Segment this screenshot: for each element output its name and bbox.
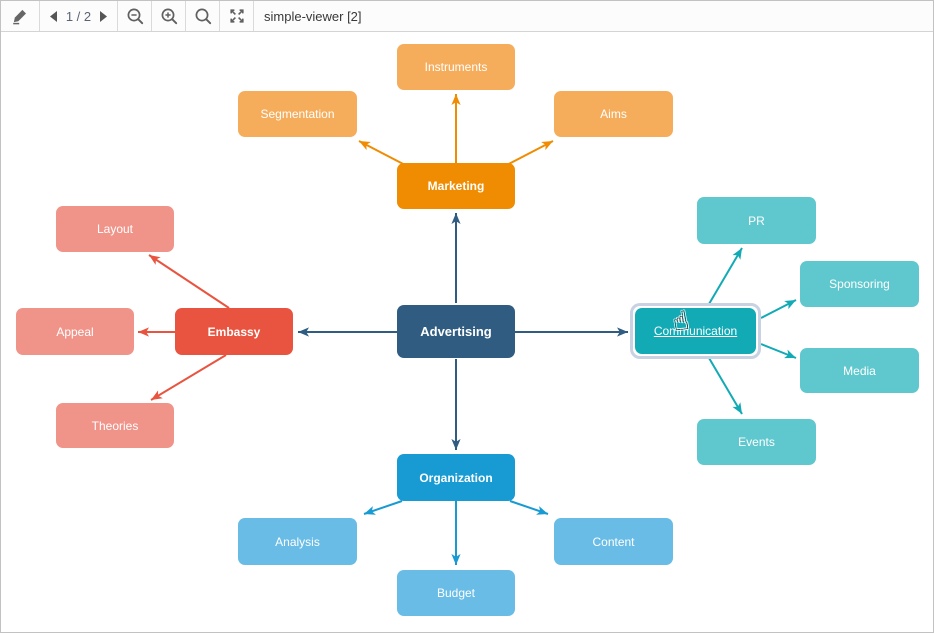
node-marketing[interactable]: Marketing (397, 163, 515, 209)
node-appeal[interactable]: Appeal (16, 308, 134, 355)
edge-communication-media (760, 343, 797, 359)
node-label: Marketing (427, 179, 485, 193)
node-label: Content (592, 534, 635, 549)
node-label: Appeal (56, 324, 94, 339)
node-aims[interactable]: Aims (554, 91, 673, 137)
page-indicator: 1 / 2 (65, 8, 92, 24)
node-label: Layout (96, 222, 134, 236)
node-label: PR (748, 213, 765, 228)
node-budget[interactable]: Budget (397, 570, 515, 616)
prev-page-icon (49, 10, 57, 22)
zoom-out-button[interactable] (118, 1, 152, 31)
node-sponsoring[interactable]: Sponsoring (800, 261, 919, 307)
next-page-button[interactable] (96, 8, 111, 25)
viewer-toolbar: 1 / 2 (1, 1, 933, 32)
node-label: Sponsoring (829, 277, 890, 291)
zoom-out-icon (127, 8, 143, 25)
viewer-title: simple-viewer [2] (264, 8, 362, 24)
node-segmentation[interactable]: Segmentation (238, 91, 357, 137)
node-communication[interactable]: Communication (635, 308, 756, 354)
page-navigation: 1 / 2 (40, 1, 118, 31)
edge-organization-content (509, 500, 549, 515)
zoom-reset-button[interactable] (186, 1, 220, 31)
node-label: Budget (436, 586, 476, 600)
node-label: Media (843, 363, 876, 378)
node-content[interactable]: Content (554, 518, 673, 565)
node-label: Embassy (207, 324, 261, 339)
next-page-icon (100, 10, 108, 22)
node-advertising[interactable]: Advertising (397, 305, 515, 358)
prev-page-button[interactable] (46, 8, 61, 25)
edit-pencil-icon (13, 9, 26, 25)
node-embassy[interactable]: Embassy (175, 308, 293, 355)
edge-embassy-theories (150, 354, 227, 401)
node-label: Advertising (420, 324, 492, 339)
node-analysis[interactable]: Analysis (238, 518, 357, 565)
node-organization[interactable]: Organization (397, 454, 515, 501)
edge-communication-pr (708, 247, 743, 305)
edge-embassy-layout (148, 254, 230, 309)
edge-communication-sponsoring (760, 299, 797, 319)
edit-button[interactable] (1, 1, 40, 31)
node-label: Instruments (424, 60, 488, 74)
node-label: Events (738, 435, 775, 449)
zoom-in-icon (161, 8, 177, 25)
edge-communication-events (708, 357, 743, 415)
edge-organization-analysis (363, 500, 403, 515)
node-events[interactable]: Events (697, 419, 816, 465)
node-label: Communication (653, 324, 738, 338)
fullscreen-icon (229, 9, 244, 23)
node-label: Segmentation (260, 107, 335, 121)
node-label: Analysis (275, 534, 320, 549)
fullscreen-button[interactable] (220, 1, 254, 31)
node-layout[interactable]: Layout (56, 206, 174, 252)
node-label: Aims (600, 107, 627, 121)
node-instruments[interactable]: Instruments (397, 44, 515, 90)
node-pr[interactable]: PR (697, 197, 816, 244)
search-icon (195, 8, 211, 25)
zoom-in-button[interactable] (152, 1, 186, 31)
node-label: Organization (419, 470, 493, 485)
node-theories[interactable]: Theories (56, 403, 174, 448)
node-label: Theories (91, 418, 139, 433)
node-media[interactable]: Media (800, 348, 919, 393)
